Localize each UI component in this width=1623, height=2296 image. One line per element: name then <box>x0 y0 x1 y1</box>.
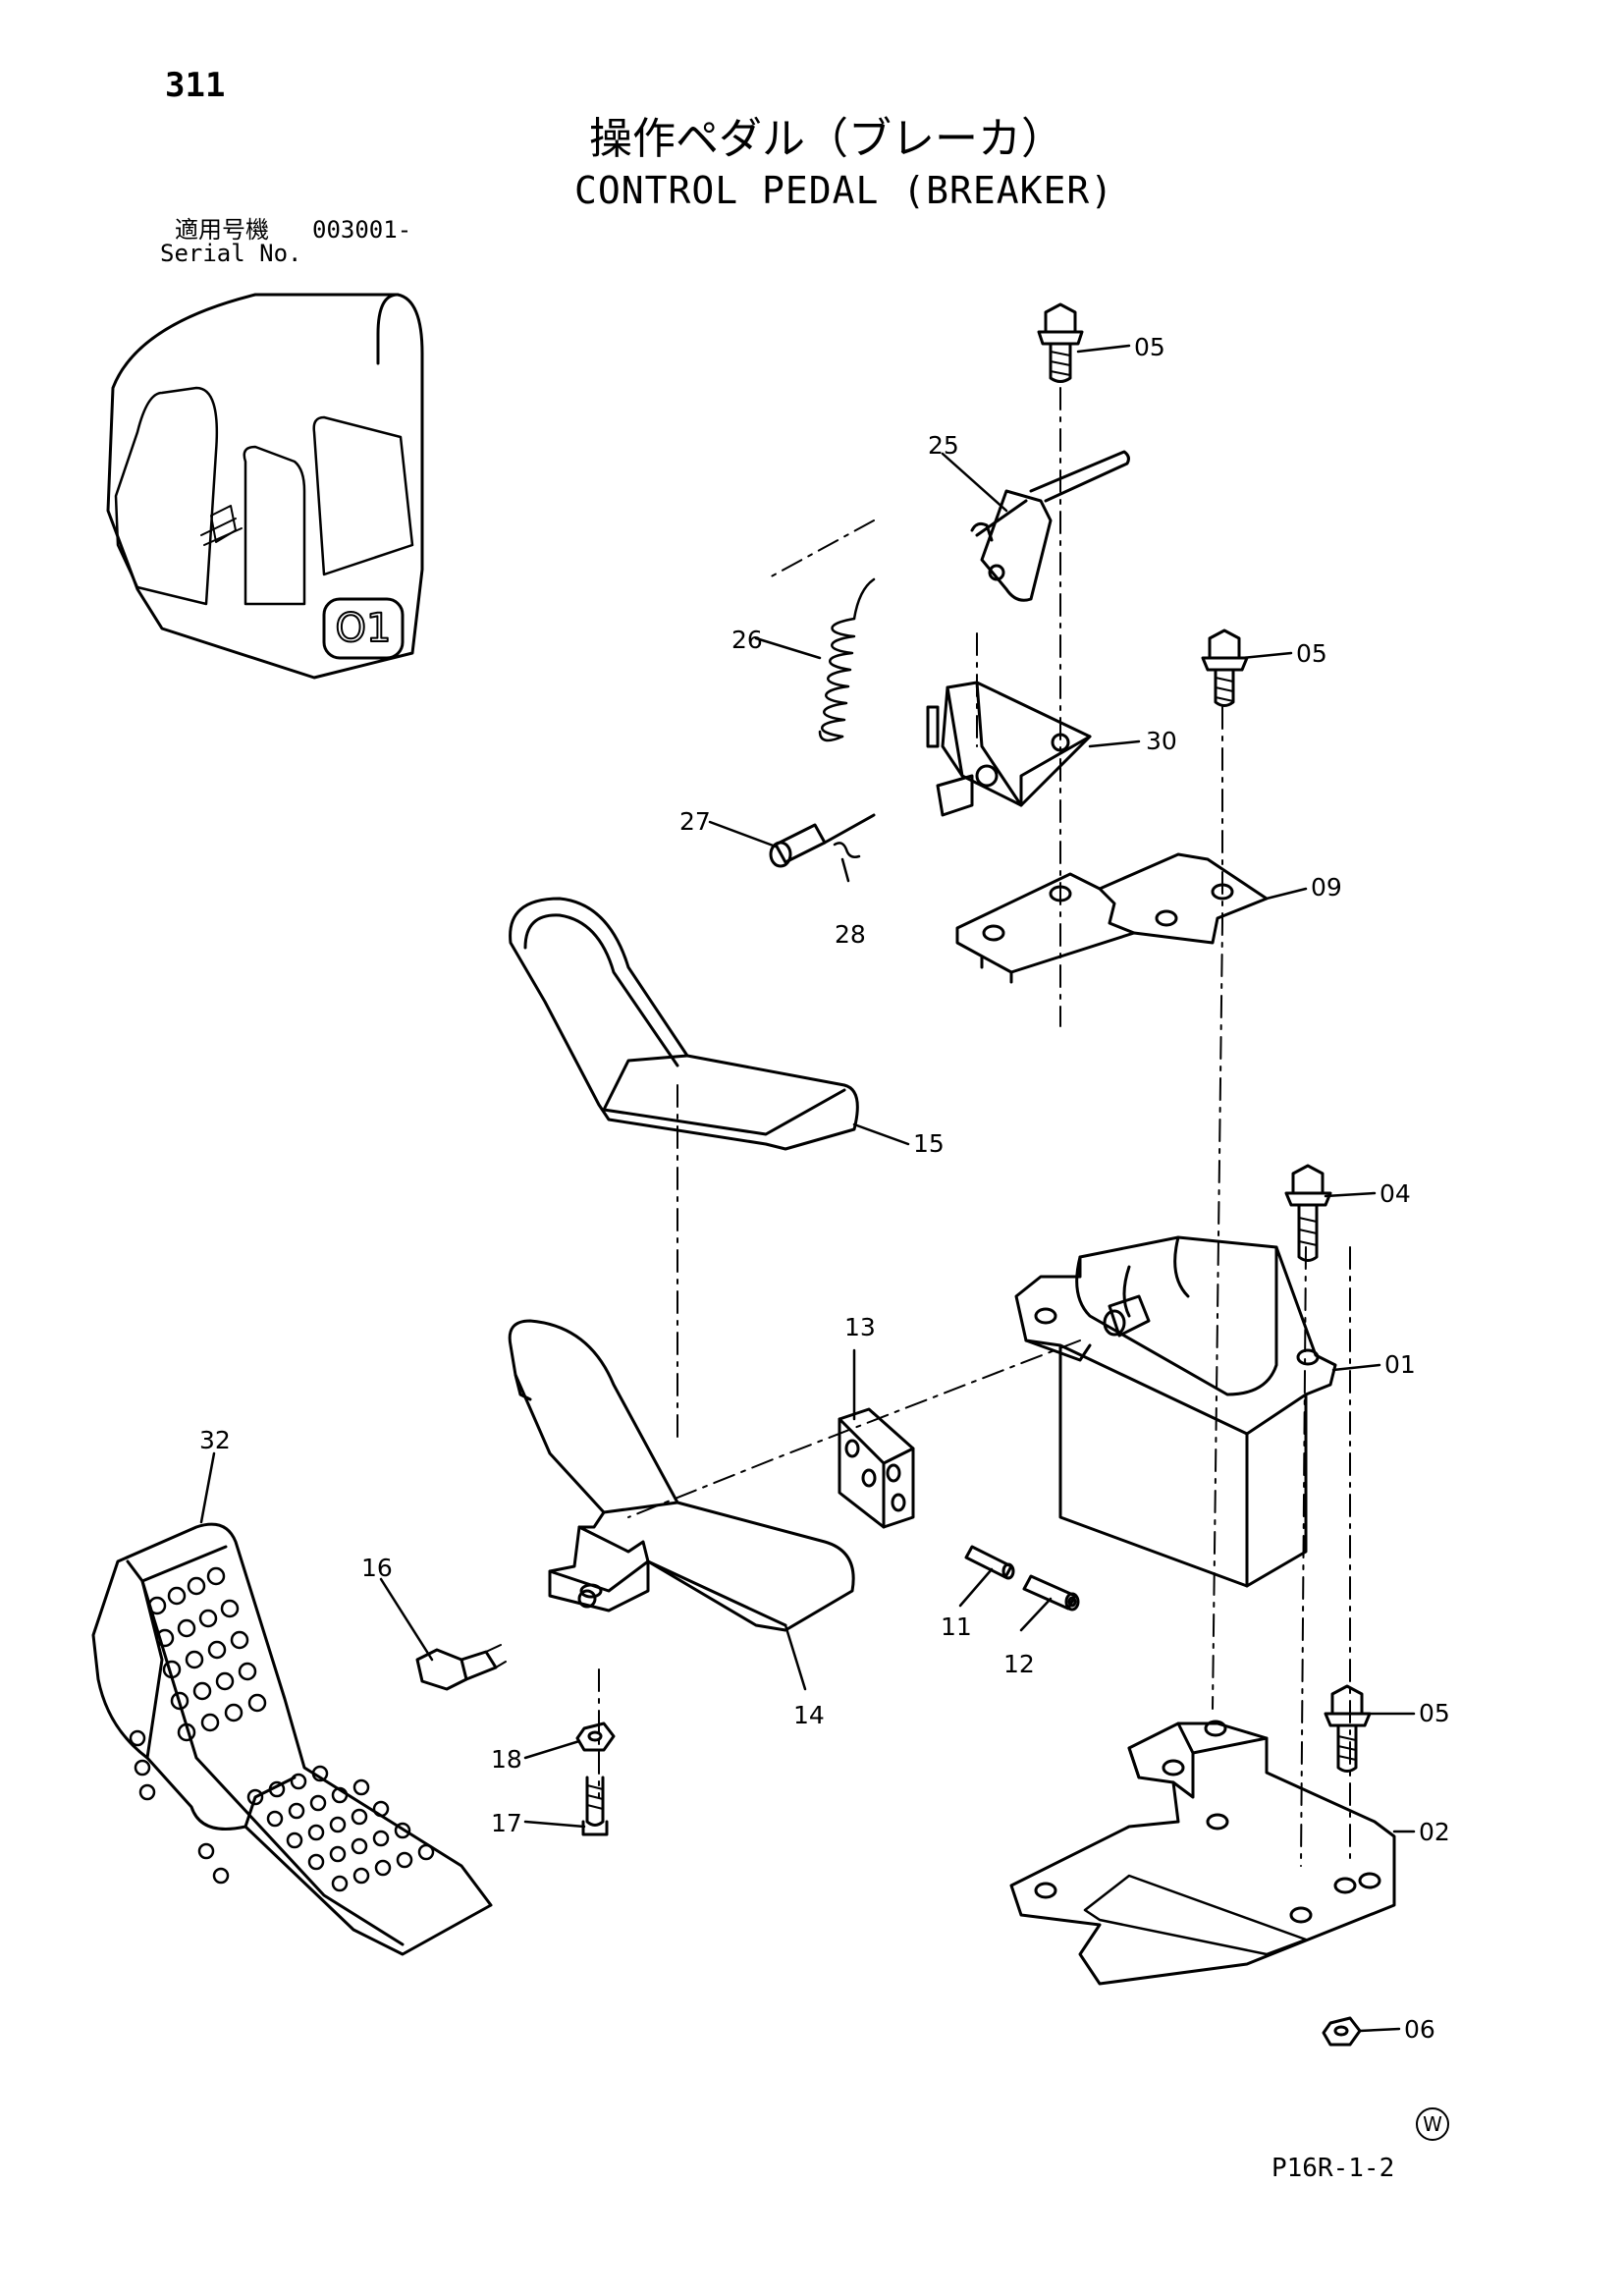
cab-locator-illustration: O1 <box>106 293 424 680</box>
part-26-spring <box>818 577 876 742</box>
drawing-code: P16R-1-2 <box>1271 2154 1395 2183</box>
part-28-clip <box>833 842 861 858</box>
footrest-grip-holes <box>129 1566 435 1892</box>
part-25-lever <box>970 450 1130 602</box>
part-18-nut <box>575 1722 616 1752</box>
part-27-pin <box>769 813 876 868</box>
cab-marking-label: O1 <box>322 597 405 660</box>
callout-16: 16 <box>361 1554 393 1582</box>
part-32-footrest <box>91 1522 493 1956</box>
part-02-base-plate <box>1009 1720 1396 1986</box>
part-11-pin <box>964 1545 1015 1580</box>
callout-12: 12 <box>1003 1650 1035 1678</box>
callout-27: 27 <box>679 807 711 836</box>
part-09-plate <box>955 852 1269 984</box>
part-13-block <box>838 1407 915 1529</box>
callout-18: 18 <box>491 1745 522 1774</box>
callout-06: 06 <box>1404 2015 1435 2044</box>
callout-28: 28 <box>835 920 866 949</box>
cab-marking-text: O1 <box>336 606 392 651</box>
part-05-bolt-lower <box>1324 1684 1372 1773</box>
part-14-pedal <box>508 1319 855 1632</box>
callout-05-top: 05 <box>1134 333 1165 361</box>
callout-04: 04 <box>1380 1179 1411 1208</box>
callout-32: 32 <box>199 1426 231 1454</box>
callout-26: 26 <box>731 626 763 654</box>
callout-02: 02 <box>1419 1818 1450 1846</box>
part-12-pin <box>1022 1574 1080 1612</box>
callout-05-middle: 05 <box>1296 639 1327 668</box>
title-english: CONTROL PEDAL (BREAKER) <box>574 169 1114 212</box>
part-17-bolt <box>581 1776 609 1836</box>
part-30-bracket <box>926 681 1092 817</box>
part-06-nut <box>1322 2016 1362 2047</box>
title-japanese: 操作ペダル（ブレーカ） <box>589 114 1064 164</box>
leader-lines <box>199 344 1416 2033</box>
callout-25: 25 <box>928 431 959 460</box>
callout-17: 17 <box>491 1809 522 1837</box>
callout-13: 13 <box>844 1313 876 1341</box>
part-04-bolt <box>1284 1164 1332 1262</box>
serial-label-japanese: 適用号機 <box>175 216 269 244</box>
part-16-bolt <box>415 1644 507 1691</box>
serial-value: 003001- <box>312 216 412 244</box>
callout-01: 01 <box>1384 1350 1416 1379</box>
w-mark: W <box>1416 2107 1449 2141</box>
callout-14: 14 <box>793 1701 825 1729</box>
part-05-bolt-top <box>1037 302 1084 383</box>
callout-15: 15 <box>913 1129 945 1158</box>
part-05-bolt-middle <box>1201 629 1249 707</box>
serial-label-english: Serial No. <box>160 240 302 267</box>
callout-11: 11 <box>941 1613 972 1641</box>
callout-09: 09 <box>1311 873 1342 902</box>
part-15-pedal-pad <box>509 897 859 1151</box>
page-number: 311 <box>165 66 226 105</box>
callout-05-lower: 05 <box>1419 1699 1450 1727</box>
part-01-valve <box>1014 1235 1337 1588</box>
callout-labels: 05 25 26 05 30 27 28 09 15 04 01 13 32 1… <box>199 333 1450 2044</box>
callout-30: 30 <box>1146 727 1177 755</box>
